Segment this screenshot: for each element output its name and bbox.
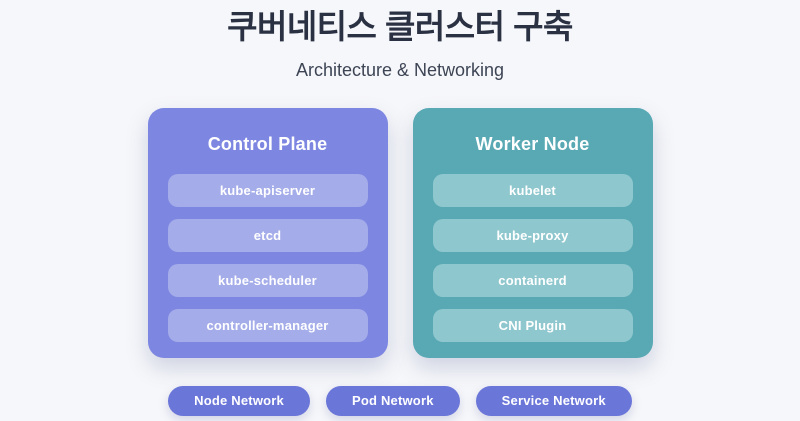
pill-node-network: Node Network: [168, 385, 310, 416]
component-etcd: etcd: [167, 218, 368, 252]
cards-row: Control Plane kube-apiserver etcd kube-s…: [147, 107, 653, 358]
component-kube-proxy: kube-proxy: [432, 218, 633, 252]
network-pills-row: Node Network Pod Network Service Network: [168, 385, 632, 416]
pill-pod-network: Pod Network: [325, 385, 460, 416]
control-plane-card-title: Control Plane: [207, 133, 328, 154]
worker-node-card: Worker Node kubelet kube-proxy container…: [412, 107, 653, 358]
control-plane-items: kube-apiserver etcd kube-scheduler contr…: [167, 173, 368, 342]
control-plane-card: Control Plane kube-apiserver etcd kube-s…: [147, 107, 388, 358]
page-title: 쿠버네티스 클러스터 구축: [227, 8, 573, 45]
component-controller-manager: controller-manager: [167, 308, 368, 342]
component-kube-apiserver: kube-apiserver: [167, 173, 368, 207]
worker-node-card-title: Worker Node: [475, 133, 590, 154]
pill-service-network: Service Network: [475, 385, 632, 416]
component-kubelet: kubelet: [432, 173, 633, 207]
page-subtitle: Architecture & Networking: [295, 59, 505, 80]
worker-node-items: kubelet kube-proxy containerd CNI Plugin: [432, 173, 633, 342]
component-cni-plugin: CNI Plugin: [432, 308, 633, 342]
component-kube-scheduler: kube-scheduler: [167, 263, 368, 297]
component-containerd: containerd: [432, 263, 633, 297]
